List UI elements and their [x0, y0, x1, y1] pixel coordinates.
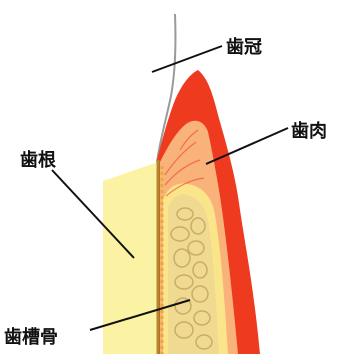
alveolar-bone-leader-line — [89, 299, 191, 331]
tooth-root-shape — [103, 162, 158, 354]
crown-label: 歯冠 — [226, 36, 262, 58]
gingiva-leader-line — [205, 127, 289, 165]
root-leader-line — [51, 169, 135, 259]
gingival-fibers — [164, 129, 205, 197]
crown-leader-line — [151, 45, 223, 73]
tooth-crown-outline — [156, 13, 177, 163]
gingiva-label: 歯肉 — [291, 120, 327, 142]
bone-trabecular-pattern — [170, 207, 213, 350]
alveolar-bone-label: 歯槽骨 — [4, 326, 58, 348]
root-label: 歯根 — [20, 149, 56, 171]
